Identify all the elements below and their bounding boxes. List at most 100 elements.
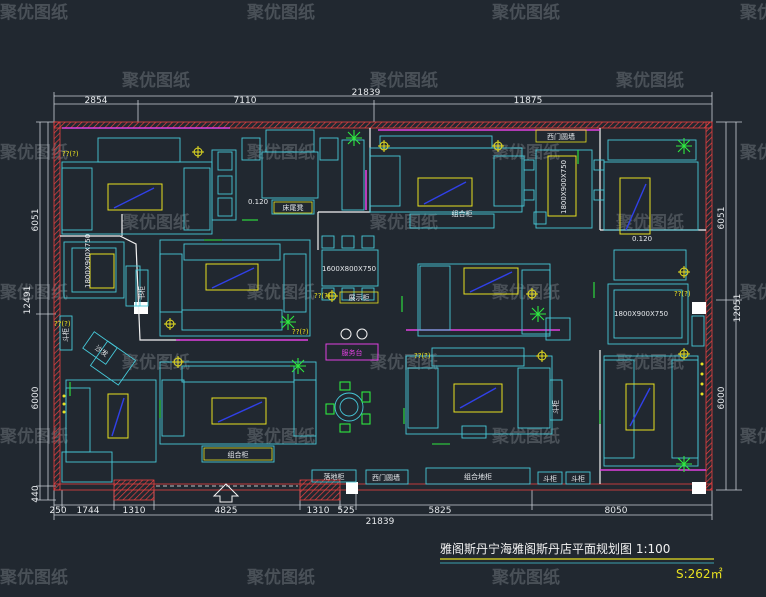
ceiling-light-icon <box>678 348 690 360</box>
label-bottom-door: 西门圆墙 <box>372 473 400 482</box>
plan-labels: 西门圆墙 床尾凳 0.120 0.120 1800X900X750 1800X9… <box>54 129 691 483</box>
dim-left-b: 6000 <box>31 386 41 409</box>
watermark: 聚优图纸 <box>369 212 438 233</box>
label-table-c: 1600X800X750 <box>322 265 376 273</box>
label-service-desk: 服务台 <box>342 348 363 357</box>
rug-layer <box>89 155 655 439</box>
dim-bottom-a: 250 <box>49 506 66 516</box>
ceiling-light-icon <box>536 350 548 362</box>
watermark: 聚优图纸 <box>491 282 560 303</box>
watermark: 聚优图纸 <box>369 70 438 91</box>
label-bottom-small-2: 斗柜 <box>571 474 585 483</box>
label-height-a: 0.120 <box>248 198 268 206</box>
sofa-block-top-right <box>603 161 699 231</box>
ceiling-light-icon <box>172 356 184 368</box>
rug-diagonals <box>111 181 651 437</box>
label-sofa: 沙发 <box>93 343 110 358</box>
entrance-arrow-icon <box>212 483 240 503</box>
plant-icon <box>280 314 296 330</box>
dim-top-b: 7110 <box>234 96 257 106</box>
area-label: S:262㎡ <box>676 567 723 581</box>
dim-bottom-g: 5825 <box>429 506 452 516</box>
label-cabinet-v1: 斗柜 <box>61 328 70 342</box>
label-combo-cabinet-right: 组合柜 <box>452 209 473 218</box>
dim-bottom-f: 525 <box>337 506 354 516</box>
watermark: 聚优图纸 <box>491 142 560 163</box>
label-light-2: ??(?) <box>54 320 71 328</box>
watermark: 聚优图纸 <box>491 2 560 23</box>
plant-icon <box>290 358 306 374</box>
label-table-a: 1800X900X750 <box>84 234 92 288</box>
watermark: 聚优图纸 <box>121 212 190 233</box>
plant-icon <box>346 130 362 146</box>
watermark: 聚优图纸 <box>0 426 68 447</box>
label-cabinet-v3: 斗柜 <box>551 400 560 414</box>
dim-right-b: 12051 <box>733 294 743 323</box>
sofa-block-bottom-left <box>65 379 157 463</box>
plant-icon <box>676 456 692 472</box>
light-fixtures <box>164 140 690 368</box>
service-desk <box>325 343 379 361</box>
sofa-block-bottom-center <box>405 355 553 435</box>
label-table-b: 1800X900X750 <box>560 160 568 214</box>
dim-bottom-h: 8050 <box>605 506 628 516</box>
dim-left-total: 12491 <box>23 286 33 315</box>
ceiling-light-icon <box>526 288 538 300</box>
label-light-6: ??(?) <box>674 290 691 298</box>
label-bottom-combo: 组合地柜 <box>464 472 492 481</box>
ceiling-light-icon <box>378 140 390 152</box>
dim-top-c: 11875 <box>514 96 543 106</box>
dim-top-a: 2854 <box>85 96 108 106</box>
label-bottom-small-1: 斗柜 <box>543 474 557 483</box>
dim-bottom-e: 1310 <box>307 506 330 516</box>
dim-left-c: 440 <box>31 485 41 502</box>
ceiling-light-icon <box>678 266 690 278</box>
watermark: 聚优图纸 <box>739 2 766 23</box>
label-light-4: ??(?) <box>292 328 309 336</box>
watermark: 聚优图纸 <box>246 142 315 163</box>
dim-bottom-d: 4825 <box>215 506 238 516</box>
ceiling-light-icon <box>492 140 504 152</box>
dim-bottom-total: 21839 <box>366 517 395 527</box>
label-floor-cabinet: 落地柜 <box>324 472 345 481</box>
label-light-3: ??(?) <box>314 292 331 300</box>
dim-right-c: 6000 <box>717 386 727 409</box>
plant-icon <box>676 138 692 154</box>
dim-left-a: 6051 <box>31 209 41 232</box>
watermark: 聚优图纸 <box>615 70 684 91</box>
label-room-door: 西门圆墙 <box>547 132 575 141</box>
dim-right-a: 6051 <box>717 207 727 230</box>
label-table-d: 1800X900X750 <box>614 310 668 318</box>
ceiling-light-icon <box>192 146 204 158</box>
watermark: 聚优图纸 <box>739 426 766 447</box>
plan-title: 雅阁斯丹宁海雅阁斯丹店平面规划图 1:100 <box>440 541 670 556</box>
round-table <box>334 392 364 422</box>
dim-bottom-c: 1310 <box>123 506 146 516</box>
stools <box>340 328 368 340</box>
wall-spotlights <box>62 362 704 414</box>
watermark: 聚优图纸 <box>491 426 560 447</box>
plant-icon <box>530 306 546 322</box>
ceiling-light-icon <box>164 318 176 330</box>
accent-walls <box>62 127 706 471</box>
furniture-layer <box>59 129 705 485</box>
interior-walls <box>60 128 706 484</box>
dim-bottom-b: 1744 <box>77 506 100 516</box>
watermark: 聚优图纸 <box>246 426 315 447</box>
watermark: 聚优图纸 <box>0 2 68 23</box>
watermark: 聚优图纸 <box>0 567 68 588</box>
watermark: 聚优图纸 <box>615 352 684 373</box>
dimension-lines <box>36 92 742 520</box>
watermark: 聚优图纸 <box>739 282 766 303</box>
label-cabinet-v2: 书柜 <box>137 286 146 300</box>
label-display-cabinet: 展示柜 <box>349 293 370 302</box>
watermark: 聚优图纸 <box>246 2 315 23</box>
plant-layer <box>69 130 692 472</box>
label-combo-cabinet-left: 组合柜 <box>228 450 249 459</box>
label-height-b: 0.120 <box>632 235 652 243</box>
dimension-texts: 21839 2854 7110 11875 21839 250 1744 131… <box>23 88 743 527</box>
watermark: 聚优图纸 <box>0 282 68 303</box>
outer-walls <box>53 121 713 501</box>
